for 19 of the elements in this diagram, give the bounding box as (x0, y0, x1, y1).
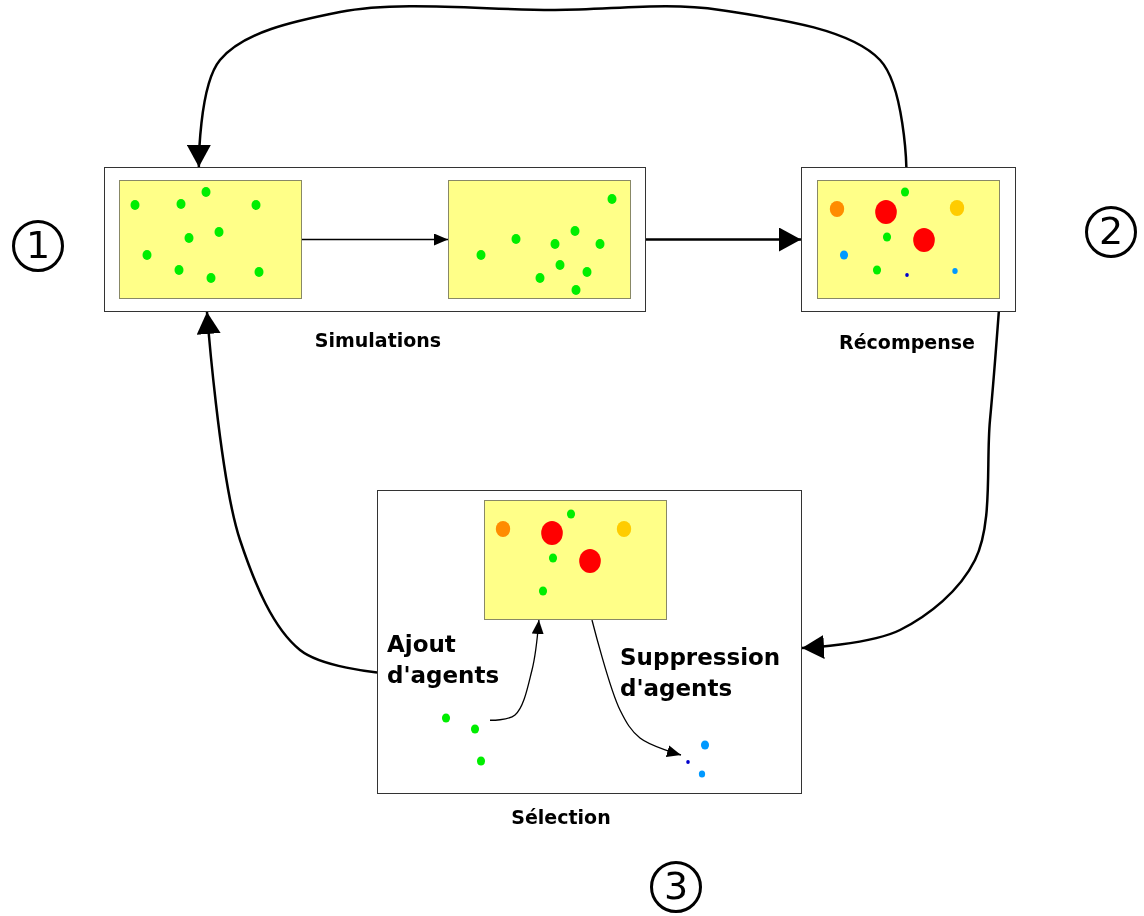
map-panel (817, 180, 1000, 299)
arrow (591, 619, 682, 757)
map-panel (484, 500, 667, 620)
arrow (187, 5, 908, 168)
arrow (301, 233, 449, 246)
panel-caption: Simulations (314, 329, 442, 351)
panel-caption: Sélection (511, 806, 611, 828)
map-panel (448, 180, 631, 299)
action-label: Ajout d'agents (387, 630, 501, 690)
step-number: 3 (650, 861, 702, 913)
map-panel (119, 180, 302, 299)
step-number: 2 (1085, 206, 1137, 258)
step-number: 1 (12, 220, 64, 272)
arrow (801, 311, 1001, 659)
arrow (196, 311, 378, 674)
action-label: Suppression d'agents (620, 643, 782, 703)
arrow (489, 619, 544, 721)
arrow (646, 227, 801, 252)
panel-caption: Récompense (839, 331, 975, 353)
